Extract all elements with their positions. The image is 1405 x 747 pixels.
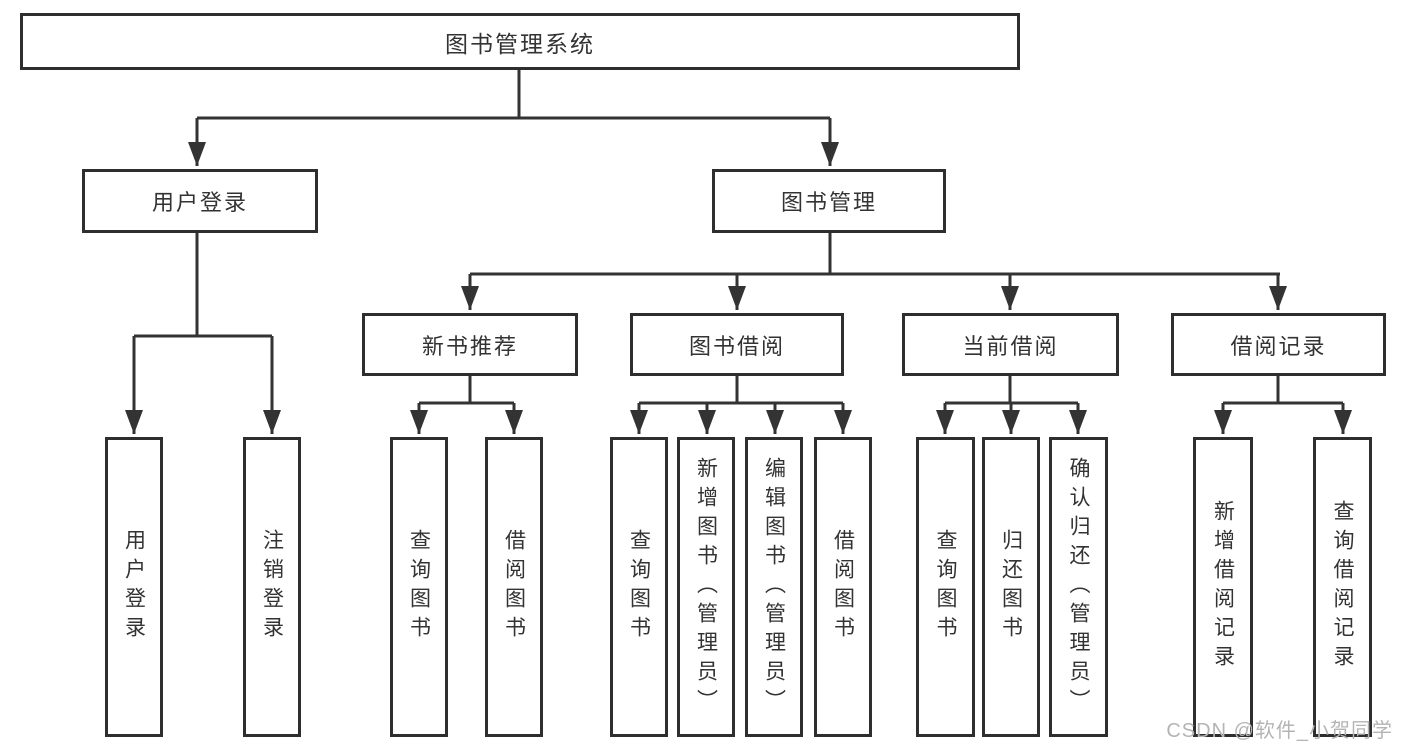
- leaf-borrow-books-recommend: 借阅图书: [485, 437, 543, 737]
- csdn-watermark: CSDN @软件_小贺同学: [1166, 720, 1393, 742]
- leaf-user-login: 用户登录: [105, 437, 163, 737]
- leaf-edit-book-admin: 编辑图书（管理员）: [745, 437, 803, 737]
- node-current-borrow: 当前借阅: [902, 313, 1119, 376]
- leaf-query-books-borrow: 查询图书: [610, 437, 668, 737]
- node-book-management: 图书管理: [712, 169, 946, 233]
- node-book-borrow: 图书借阅: [630, 313, 844, 376]
- node-user-login: 用户登录: [82, 169, 318, 233]
- node-borrow-records: 借阅记录: [1171, 313, 1386, 376]
- leaf-logout: 注销登录: [243, 437, 301, 737]
- leaf-borrow-books: 借阅图书: [814, 437, 872, 737]
- leaf-add-borrow-record: 新增借阅记录: [1193, 437, 1253, 737]
- node-new-book-recommend: 新书推荐: [362, 313, 578, 376]
- connector-trunks: [134, 70, 1343, 405]
- leaf-confirm-return-admin: 确认归还（管理员）: [1049, 437, 1108, 737]
- leaf-return-book: 归还图书: [982, 437, 1040, 737]
- leaf-query-books-current: 查询图书: [916, 437, 975, 737]
- leaf-add-book-admin: 新增图书（管理员）: [677, 437, 735, 737]
- leaf-query-borrow-record: 查询借阅记录: [1313, 437, 1372, 737]
- node-root: 图书管理系统: [20, 13, 1020, 70]
- leaf-query-books-recommend: 查询图书: [390, 437, 448, 737]
